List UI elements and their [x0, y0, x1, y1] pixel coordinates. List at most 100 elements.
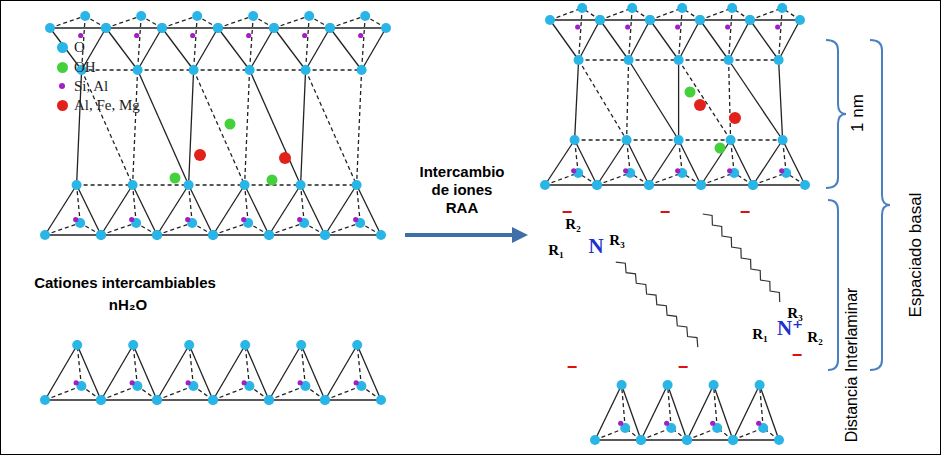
bond-line [50, 16, 85, 28]
bond-line [600, 20, 629, 60]
bond-line [650, 19, 700, 20]
atom-dot [636, 435, 646, 445]
bond-line [194, 70, 245, 185]
bond-line [218, 16, 253, 28]
bond-line [274, 16, 309, 28]
atom-dot [152, 395, 162, 405]
alkyl-chains [616, 214, 780, 347]
atom-dot [774, 435, 784, 445]
bond-line [687, 385, 714, 440]
arrow-shaft [405, 233, 514, 237]
bond-line [138, 70, 189, 185]
atom-dot [225, 119, 236, 130]
bond-line [162, 16, 197, 28]
atom-dot [302, 33, 307, 38]
bond-line [545, 173, 578, 185]
bond-line [77, 345, 101, 400]
atom-dot [727, 3, 737, 13]
bond-line [245, 70, 250, 185]
nitrogen-label: N [588, 234, 603, 259]
atom-dot [248, 11, 258, 21]
atom-dot [301, 65, 311, 75]
bond-line [194, 16, 198, 70]
basal-spacing-bracket [870, 40, 890, 370]
atom-dot [696, 180, 706, 190]
bond-line [157, 399, 213, 400]
bond-line [330, 27, 386, 28]
alkyl-chain [616, 262, 698, 347]
atom-dot [45, 23, 55, 33]
atom-dot [381, 23, 391, 33]
bond-line [250, 70, 301, 185]
substituent-label: R₁ [548, 241, 563, 259]
bond-line [750, 19, 800, 20]
bond-line [679, 8, 683, 60]
charge-sign: − [792, 345, 803, 367]
atom-dot [325, 23, 335, 33]
bond-line [325, 234, 381, 235]
bond-line [218, 27, 274, 28]
atom-dot [184, 180, 194, 190]
atom-dot [645, 15, 655, 25]
bond-line [325, 223, 360, 235]
legend-text: OH [74, 59, 96, 76]
atom-dot [622, 135, 632, 145]
bond-line [45, 399, 101, 400]
bond-line [753, 140, 783, 185]
bond-line [679, 139, 731, 140]
bond-line [597, 184, 649, 185]
atom-dot [96, 230, 106, 240]
bond-line [687, 439, 733, 440]
substituent-label: R₁ [752, 325, 767, 343]
atom-dot [745, 15, 755, 25]
atom-dot [777, 3, 787, 13]
atom-dot [72, 180, 82, 190]
atom-dot [241, 217, 246, 222]
atom-dot [682, 435, 692, 445]
legend-text: Al, Fe, Mg [74, 97, 140, 114]
atom-dot [644, 180, 654, 190]
bond-line [649, 173, 682, 185]
bond-line [106, 27, 162, 28]
atom-dot [677, 3, 687, 13]
bond-line [733, 439, 779, 440]
bond-line [753, 173, 786, 185]
charge-sign: − [740, 202, 751, 224]
atom-dot [320, 230, 330, 240]
atom-dot [358, 33, 363, 38]
atom-dot [696, 180, 706, 190]
bond-line [629, 59, 679, 60]
one-nm-bracket [826, 40, 846, 188]
atom-dot [213, 23, 223, 33]
bond-line [133, 345, 157, 400]
atom-dot [133, 65, 143, 75]
bond-line [731, 139, 783, 140]
bond-line [678, 60, 679, 140]
bond-line [218, 28, 250, 70]
atom-dot [352, 180, 362, 190]
bond-line [213, 185, 245, 235]
bond-line [729, 60, 731, 140]
bond-line [77, 184, 133, 185]
atom-dot [152, 230, 162, 240]
bond-line [250, 28, 274, 70]
bond-line [641, 439, 687, 440]
substituent-label: R₂ [807, 328, 822, 346]
atom-dot [304, 11, 314, 21]
bond-line [595, 439, 641, 440]
atom-dot [664, 421, 669, 426]
atom-dot [128, 180, 138, 190]
atom-dot [755, 380, 765, 390]
atom-dot [728, 435, 738, 445]
substituent-label: R₃ [609, 231, 624, 249]
legend-swatch [57, 100, 68, 111]
atom-dot [320, 395, 330, 405]
atom-dot [245, 65, 255, 75]
atom-dot [675, 24, 680, 29]
bond-line [301, 345, 305, 386]
bond-line [189, 345, 193, 386]
bond-line [133, 184, 189, 185]
atom-dot [170, 173, 181, 184]
atom-dot [617, 380, 627, 390]
atom-dot [624, 55, 634, 65]
